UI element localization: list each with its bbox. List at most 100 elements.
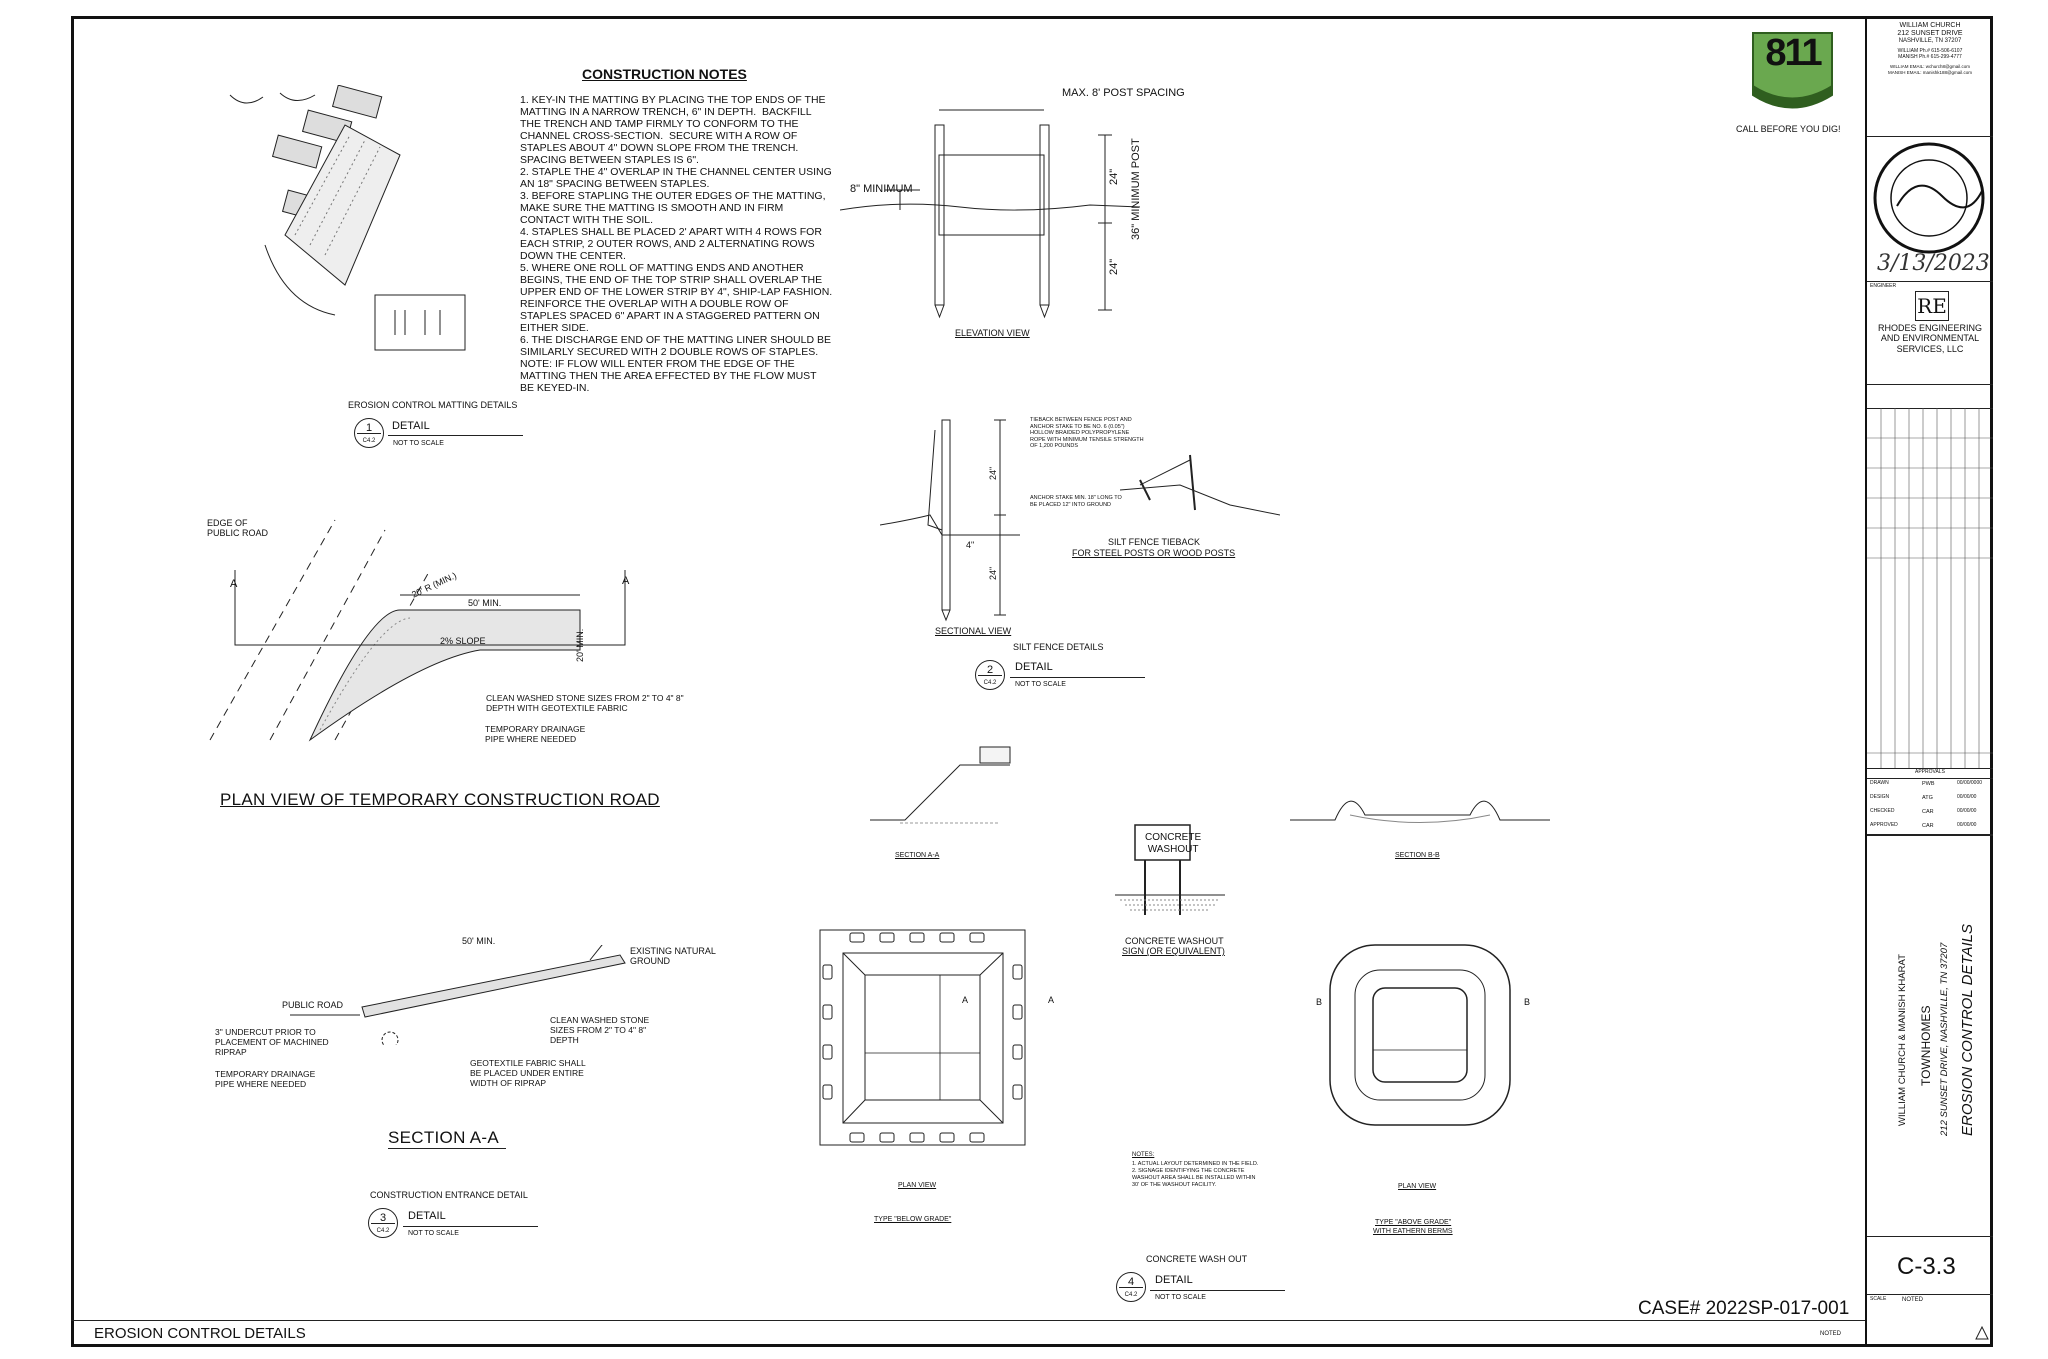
engineer-label: ENGINEER <box>1870 283 1897 289</box>
washout-sign-caption: CONCRETE WASHOUT <box>1125 936 1224 946</box>
section-dimension-24-lower: 24" <box>988 566 998 580</box>
washout-section-a-drawing <box>870 746 1011 824</box>
bottom-title-divider <box>71 1320 1865 1321</box>
detail1-underline <box>388 435 523 436</box>
scale-value: NOTED <box>1902 1297 1923 1303</box>
detail4-bubble: 4 C4.2 <box>1116 1272 1146 1302</box>
sectional-view-title: SECTIONAL VIEW <box>935 626 1012 636</box>
section-min-length: 50' MIN. <box>462 936 496 946</box>
washout-above-grade-plan <box>1329 944 1511 1126</box>
project-name: TOWNHOMES <box>1919 1005 1933 1086</box>
bubble-divider <box>978 675 1002 676</box>
bubble-divider <box>357 433 381 434</box>
project-owner: WILLIAM CHURCH & MANISH KHARAT <box>1897 954 1908 1126</box>
owner-email-2: MANISH EMAIL: manishk188@gmail.com <box>1887 69 1973 75</box>
seal-date: 3/13/2023 <box>1877 251 1990 276</box>
detail4-scale: NOT TO SCALE <box>1155 1294 1206 1301</box>
logo-811-caption: CALL BEFORE YOU DIG! <box>1736 124 1841 134</box>
detail1-sheet-ref: C4.2 <box>362 438 376 444</box>
washout-mark-a-outer: A <box>1048 995 1055 1005</box>
detail3-caption: CONSTRUCTION ENTRANCE DETAIL <box>370 1190 528 1200</box>
scale-label: SCALE <box>1870 1296 1887 1302</box>
tb-divider <box>1867 1236 1993 1237</box>
tb-divider <box>1867 136 1993 137</box>
approval-initials: ATG <box>1922 795 1933 801</box>
approval-initials: PWB <box>1922 781 1935 787</box>
above-grade-type: TYPE "ABOVE GRADE" <box>1375 1219 1452 1226</box>
detail4-number: 4 <box>1127 1276 1135 1288</box>
detail2-underline <box>1010 677 1145 678</box>
tb-divider <box>1867 408 1993 409</box>
bubble-divider <box>1119 1287 1143 1288</box>
existing-ground-label: EXISTING NATURAL GROUND <box>630 946 716 967</box>
road-min-length: 50' MIN. <box>468 598 502 608</box>
detail1-label: DETAIL <box>392 420 430 432</box>
washout-section-a-title: SECTION A-A <box>895 852 940 859</box>
road-min-width: 20' MIN. <box>575 628 585 662</box>
bubble-divider <box>371 1223 395 1224</box>
washout-sign-caption-2: SIGN (OR EQUIVALENT) <box>1122 946 1225 956</box>
washout-mark-b-left: B <box>1316 997 1323 1007</box>
tieback-note: TIEBACK BETWEEN FENCE POST AND ANCHOR ST… <box>1030 417 1144 449</box>
below-grade-type: TYPE "BELOW GRADE" <box>874 1216 952 1223</box>
owner-email-1: WILLIAM EMAIL: wchurch8@gmail.com <box>1889 64 1971 70</box>
washout-below-grade-plan <box>819 929 1026 1146</box>
detail3-bubble: 3 C4.2 <box>368 1208 398 1238</box>
detail2-caption: SILT FENCE DETAILS <box>1013 642 1104 652</box>
owner-name: WILLIAM CHURCH <box>1899 22 1961 29</box>
tb-divider <box>1867 834 1993 835</box>
tb-divider <box>1867 1294 1993 1295</box>
section-dimension-24-upper: 24" <box>988 466 998 480</box>
washout-mark-b-right: B <box>1524 997 1531 1007</box>
sheet-title-bottom: EROSION CONTROL DETAILS <box>94 1325 306 1342</box>
detail3-label: DETAIL <box>408 1210 446 1222</box>
sheet-number: C-3.3 <box>1897 1253 1956 1280</box>
approval-date: 00/00/00 <box>1957 822 1977 828</box>
washout-sign-drawing <box>1115 824 1225 915</box>
firm-name: RHODES ENGINEERING AND ENVIRONMENTAL SER… <box>1869 323 1991 354</box>
minimum-depth-label: 8" MINIMUM <box>850 183 913 195</box>
washout-section-b-drawing <box>1290 800 1550 823</box>
professional-engineer-seal <box>1873 142 1985 254</box>
approval-role: APPROVED <box>1870 822 1898 828</box>
owner-phone-2: MANISH Ph.# 615-299-4777 <box>1898 53 1962 60</box>
washout-notes-heading: NOTES: <box>1132 1152 1155 1158</box>
road-stone-note: CLEAN WASHED STONE SIZES FROM 2" TO 4" 8… <box>486 693 684 713</box>
detail2-sheet-ref: C4.2 <box>983 680 997 686</box>
dimension-24-upper: 24" <box>1108 168 1120 185</box>
section-dimension-4: 4" <box>966 540 975 550</box>
detail2-label: DETAIL <box>1015 661 1053 673</box>
detail2-bubble: 2 C4.2 <box>975 660 1005 690</box>
detail2-number: 2 <box>986 664 994 676</box>
section-stone-note: CLEAN WASHED STONE SIZES FROM 2" TO 4" 8… <box>550 1015 650 1045</box>
approval-initials: CAR <box>1922 823 1934 829</box>
approval-date: 00/00/00 <box>1957 808 1977 814</box>
call-811-logo <box>1752 32 1833 109</box>
washout-section-b-title: SECTION B-B <box>1395 852 1440 859</box>
case-number: CASE# 2022SP-017-001 <box>1638 1298 1850 1319</box>
tieback-title: SILT FENCE TIEBACK <box>1108 537 1201 547</box>
north-triangle-icon <box>1975 1326 1989 1340</box>
elevation-view-title: ELEVATION VIEW <box>955 328 1030 338</box>
title-block: WILLIAM CHURCH 212 SUNSET DRIVE NASHVILL… <box>1865 16 1993 1347</box>
section-aa-title: SECTION A-A <box>388 1128 499 1147</box>
detail1-scale: NOT TO SCALE <box>393 440 444 447</box>
approval-role: CHECKED <box>1870 808 1895 814</box>
firm-name-line-1: RHODES ENGINEERING <box>1877 323 1982 333</box>
detail4-label: DETAIL <box>1155 1274 1193 1286</box>
noted-label: NOTED <box>1820 1331 1841 1337</box>
edge-of-public-road: EDGE OF PUBLIC ROAD <box>207 518 269 539</box>
owner-city: NASHVILLE, TN 37207 <box>1898 38 1962 45</box>
approval-role: DRAWN <box>1870 780 1889 786</box>
detail1-number: 1 <box>365 422 373 434</box>
logo-811-number: 811 <box>1765 32 1822 74</box>
entrance-section-drawing <box>290 945 626 1045</box>
construction-road-plan-drawing <box>209 519 626 742</box>
detail4-sheet-ref: C4.2 <box>1124 1292 1138 1298</box>
tieback-subtitle: FOR STEEL POSTS OR WOOD POSTS <box>1072 548 1236 558</box>
erosion-matting-drawing <box>229 85 466 351</box>
above-grade-type-2: WITH EATHERN BERMS <box>1373 1228 1453 1235</box>
approvals-frame <box>1867 778 1993 836</box>
geotextile-note: GEOTEXTILE FABRIC SHALL BE PLACED UNDER … <box>470 1058 586 1088</box>
sheet-name-vertical: EROSION CONTROL DETAILS <box>1959 924 1976 1136</box>
